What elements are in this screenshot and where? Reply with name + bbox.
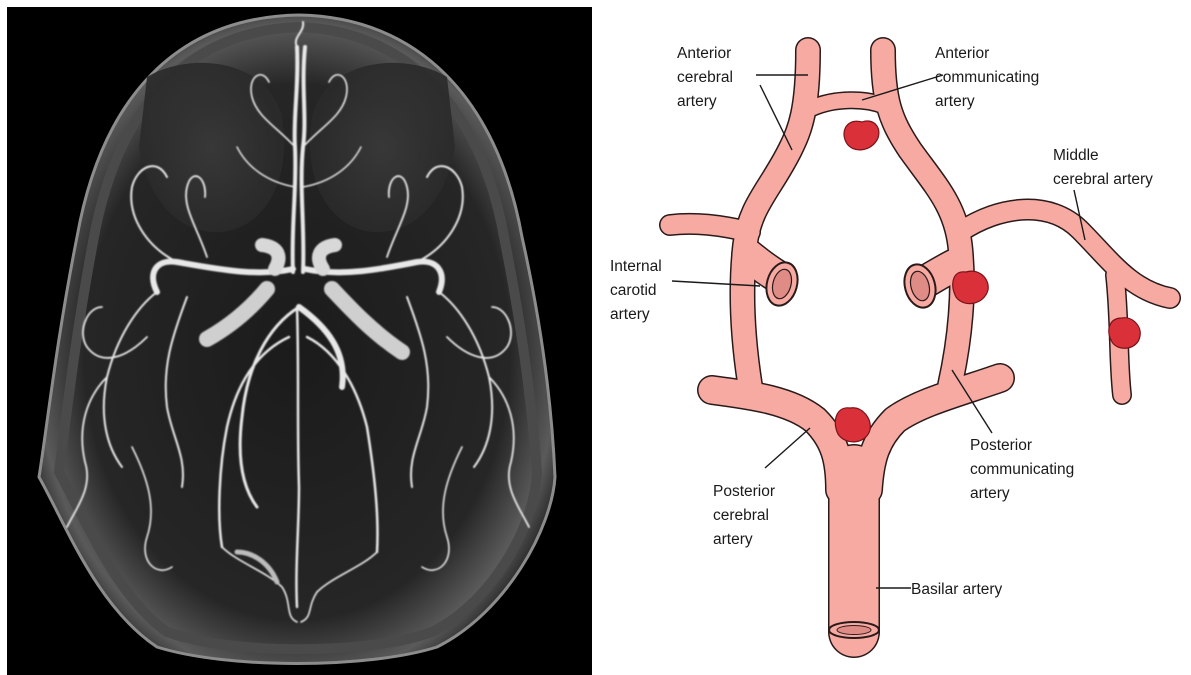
label-posterior-cerebral: Posterior cerebral artery	[713, 483, 779, 548]
aneurysm-anterior	[844, 121, 879, 150]
mra-scan-image	[7, 7, 592, 675]
aneurysm-distal-middle	[1109, 318, 1140, 349]
labels: Anterior cerebral artery Anterior commun…	[610, 45, 1153, 598]
artery-diagram: Anterior cerebral artery Anterior commun…	[600, 0, 1191, 675]
circle-of-willis-diagram: Anterior cerebral artery Anterior commun…	[600, 0, 1191, 675]
mra-scan-drawing	[7, 7, 592, 675]
label-posterior-communicating: Posterior communicating artery	[970, 437, 1079, 502]
label-basilar: Basilar artery	[911, 581, 1003, 598]
label-anterior-communicating: Anterior communicating artery	[935, 45, 1044, 110]
label-anterior-cerebral: Anterior cerebral artery	[677, 45, 737, 110]
aneurysm-basilar-tip	[835, 408, 870, 442]
aneurysm-middle-cerebral	[953, 271, 988, 304]
label-internal-carotid: Internal carotid artery	[610, 258, 666, 323]
label-middle-cerebral: Middle cerebral artery	[1053, 147, 1153, 188]
